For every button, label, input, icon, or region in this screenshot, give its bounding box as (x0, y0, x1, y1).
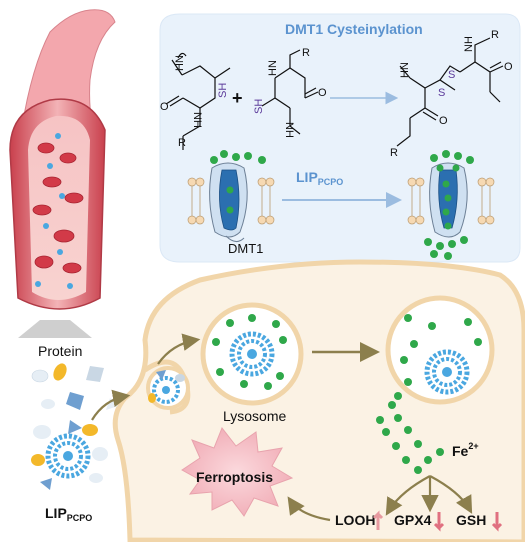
liposome-1 (229, 331, 275, 377)
arrow-vesicle-to-lysosome (157, 333, 201, 365)
panel-title: DMT1 Cysteinylation (285, 21, 423, 37)
lip-pcpo-label-top: LIPPCPO (296, 169, 343, 187)
vessel-particles (35, 133, 73, 289)
vessel-lumen (28, 115, 90, 300)
protein-label: Protein (38, 343, 82, 359)
product-s-right: S (448, 69, 455, 81)
left-nh-top: HN (174, 55, 186, 71)
marker-gsh: GSH (456, 512, 486, 528)
ferroptosis-label: Ferroptosis (196, 469, 273, 485)
marker-gpx4: GPX4 (394, 512, 432, 528)
red-blood-cells (32, 142, 84, 274)
middle-o: O (318, 87, 327, 99)
dmt1-membrane-right (407, 150, 495, 260)
protein-shapes (31, 363, 118, 410)
left-nh-bottom: NH (191, 112, 203, 128)
product-r-bottom: R (390, 147, 398, 159)
product-hn-top-right: NH (463, 36, 475, 52)
middle-r: R (302, 47, 310, 59)
arrow-uptake (91, 389, 131, 421)
plus-sign: + (232, 88, 243, 108)
free-iron-dots (376, 401, 444, 474)
lysosome-label: Lysosome (223, 408, 287, 424)
lysosome-1: Lysosome (200, 302, 304, 424)
iron-dots-right (424, 150, 474, 260)
marker-looh: LOOH (335, 512, 375, 528)
left-sh: SH (217, 83, 229, 98)
liposome-cluster-bottom (31, 420, 108, 490)
biomarkers: LOOH GPX4 GSH (335, 510, 503, 532)
blood-vessel: Protein (9, 9, 116, 359)
gsh-down-arrow (491, 512, 503, 532)
product-o-left: O (439, 115, 448, 127)
lysosome-2 (385, 295, 495, 405)
left-o: O (160, 101, 169, 113)
liposome-2 (424, 349, 470, 395)
left-r: R (178, 137, 186, 149)
cysteinylation-panel: DMT1 Cysteinylation HN SH O NH R + (159, 13, 521, 326)
looh-up-arrow (372, 510, 384, 530)
lip-pcpo-transition: LIPPCPO (282, 169, 402, 208)
arrow-to-ferroptosis (287, 496, 331, 522)
product-s-left: S (438, 87, 445, 99)
middle-nh-bottom: NH (283, 122, 295, 138)
release-funnel (18, 320, 92, 338)
reactant-middle-structure (261, 49, 319, 135)
gpx4-down-arrow (433, 512, 445, 532)
endocytic-vesicle (146, 366, 190, 410)
branch-arrows (385, 475, 473, 516)
ferroptosis-burst: Ferroptosis (181, 427, 294, 517)
fe-label: Fe2+ (452, 441, 479, 459)
dmt1-label: DMT1 (228, 241, 263, 256)
lip-pcpo-label-bottom: LIPPCPO (45, 505, 92, 523)
product-nh-top-left: HN (399, 62, 411, 78)
dmt1-membrane-left: DMT1 (187, 150, 275, 256)
product-r-top: R (491, 29, 499, 41)
middle-sh: SH (253, 99, 265, 114)
product-o-right: O (504, 61, 513, 73)
iron-dots-left (210, 150, 266, 214)
lipid-bilayer-left (187, 177, 275, 225)
reactant-left-structure (165, 52, 231, 150)
middle-nh-top: HN (267, 60, 279, 76)
product-structure (396, 37, 504, 147)
